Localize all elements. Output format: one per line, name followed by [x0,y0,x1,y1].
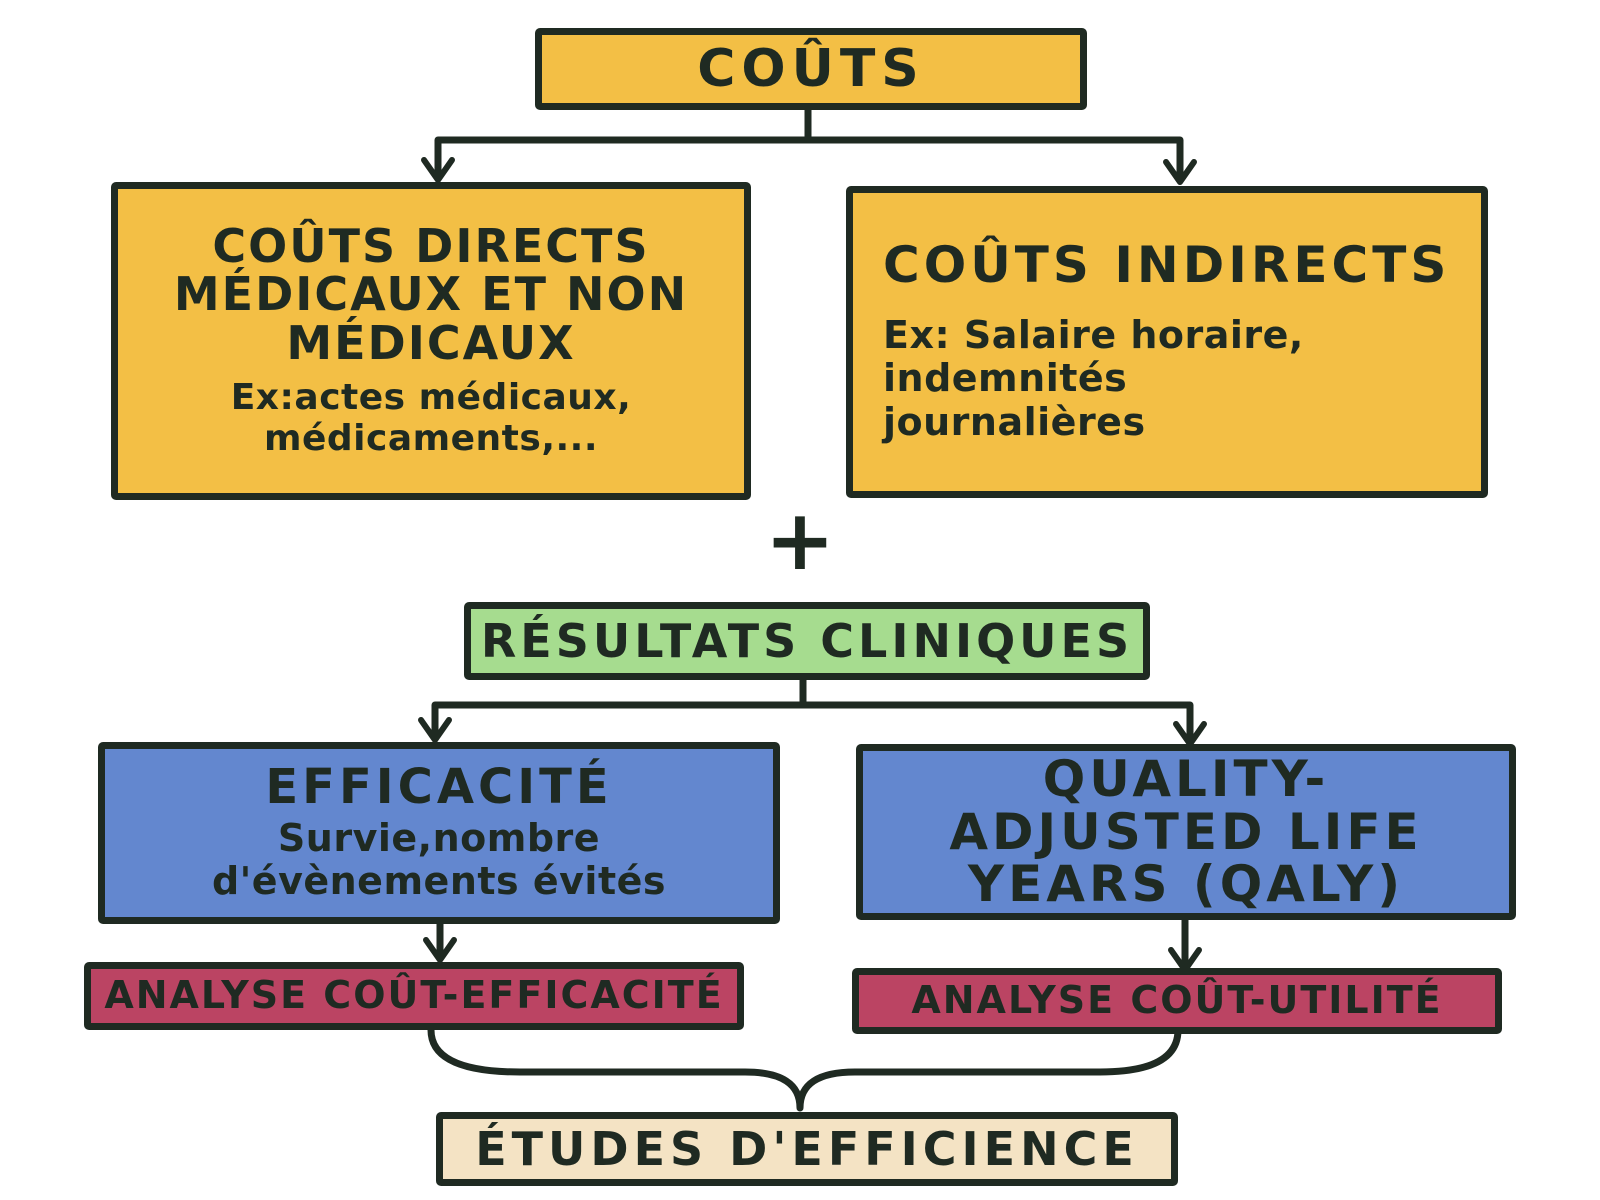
costs-title: COÛTS [697,38,925,99]
efficacy-title: EFFICACITÉ [265,759,613,816]
qaly-box: QUALITY-ADJUSTED LIFE YEARS (QALY) [856,744,1516,920]
direct-costs-box: COÛTS DIRECTS MÉDICAUX ET NON MÉDICAUX E… [111,182,751,500]
efficacy-box: EFFICACITÉ Survie,nombre d'évènements év… [98,742,780,924]
clinical-results-title: RÉSULTATS CLINIQUES [480,613,1134,668]
indirect-costs-box: COÛTS INDIRECTS Ex: Salaire horaire, ind… [846,186,1488,498]
cost-effectiveness-box: ANALYSE COÛT-EFFICACITÉ [84,962,744,1030]
indirect-costs-title: COÛTS INDIRECTS [883,236,1451,295]
cost-effectiveness-label: ANALYSE COÛT-EFFICACITÉ [104,973,724,1018]
cost-utility-label: ANALYSE COÛT-UTILITÉ [911,978,1443,1023]
plus-operator: + [764,491,836,589]
cost-utility-box: ANALYSE COÛT-UTILITÉ [852,968,1502,1034]
clinical-results-box: RÉSULTATS CLINIQUES [464,602,1150,680]
indirect-costs-example: Ex: Salaire horaire, indemnités journali… [883,312,1304,445]
direct-costs-title: COÛTS DIRECTS MÉDICAUX ET NON MÉDICAUX [173,219,689,370]
efficacy-detail: Survie,nombre d'évènements évités [211,815,667,904]
direct-costs-example: Ex:actes médicaux, médicaments,... [230,377,632,460]
qaly-title: QUALITY-ADJUSTED LIFE YEARS (QALY) [949,750,1423,914]
efficiency-studies-box: ÉTUDES D'EFFICIENCE [436,1112,1178,1186]
costs-box: COÛTS [535,28,1087,110]
efficiency-studies-title: ÉTUDES D'EFFICIENCE [475,1121,1139,1176]
